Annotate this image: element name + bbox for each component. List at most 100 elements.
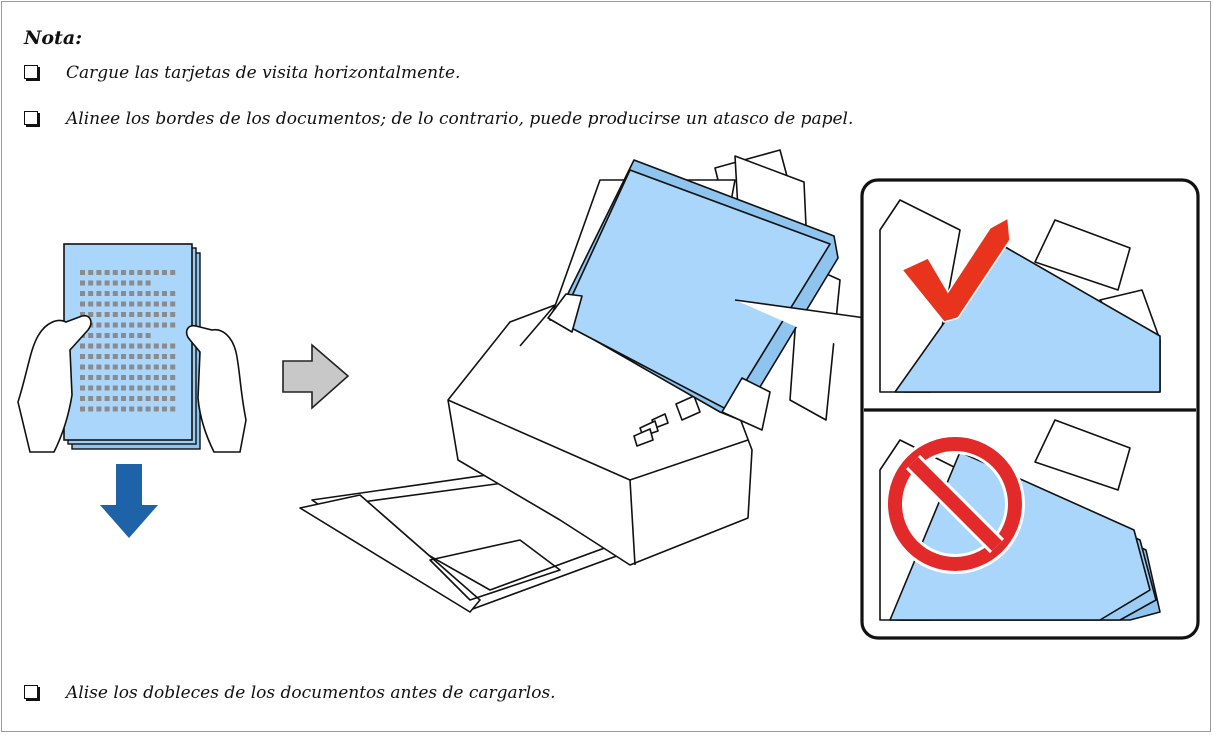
print-dot [80, 291, 85, 296]
note-item-text: Alise los dobleces de los documentos ant… [66, 683, 556, 703]
print-dot [88, 343, 94, 349]
print-dot [129, 301, 135, 307]
print-dot [170, 322, 176, 328]
print-dot [137, 291, 143, 296]
print-dot [121, 343, 126, 349]
print-dot [112, 385, 118, 391]
print-dot [137, 396, 143, 401]
print-dot [145, 333, 151, 338]
print-dot [121, 333, 126, 338]
print-dot [129, 406, 135, 412]
print-dot [129, 322, 135, 328]
print-dot [104, 312, 110, 317]
note-title: Nota: [24, 27, 83, 49]
print-dot [162, 385, 167, 391]
print-dot [104, 364, 110, 370]
print-dot [121, 291, 126, 296]
print-dot [145, 354, 151, 359]
print-dot [88, 291, 94, 296]
print-dot [170, 375, 176, 380]
print-dot [121, 312, 126, 317]
print-dot [121, 280, 126, 286]
print-dot [129, 396, 135, 401]
print-dot [112, 333, 118, 338]
print-dot [153, 343, 159, 349]
print-dot [121, 322, 126, 328]
print-dot [96, 385, 102, 391]
print-dot [129, 333, 135, 338]
print-dot [162, 375, 167, 380]
print-dot [162, 406, 167, 412]
print-dot [137, 270, 143, 275]
print-dot [162, 364, 167, 370]
print-dot [153, 406, 159, 412]
print-dot [129, 385, 135, 391]
note-item-1: Cargue las tarjetas de visita horizontal… [24, 63, 460, 83]
print-dot [104, 343, 110, 349]
print-dot [88, 406, 94, 412]
check-mark-icon [900, 216, 1011, 323]
print-dot [112, 291, 118, 296]
print-dot [145, 322, 151, 328]
print-dot [170, 343, 176, 349]
print-dot [162, 343, 167, 349]
print-dot [145, 280, 151, 286]
print-dot [96, 322, 102, 328]
print-dot [137, 385, 143, 391]
print-dot [96, 354, 102, 359]
print-dot [145, 385, 151, 391]
print-dot [88, 375, 94, 380]
print-dot [112, 301, 118, 307]
print-dot [112, 396, 118, 401]
print-dot [162, 396, 167, 401]
print-dot [170, 396, 176, 401]
note-item-2: Alinee los bordes de los documentos; de … [24, 109, 853, 129]
note-item-3: Alise los dobleces de los documentos ant… [24, 683, 556, 703]
print-dot [162, 270, 167, 275]
print-dot [153, 312, 159, 317]
print-dot [145, 343, 151, 349]
print-dot [129, 291, 135, 296]
print-dot [170, 291, 176, 296]
print-dot [104, 406, 110, 412]
print-dot [145, 312, 151, 317]
print-dot [129, 354, 135, 359]
print-dot [170, 385, 176, 391]
print-dot [112, 270, 118, 275]
print-dot [153, 396, 159, 401]
print-dot [153, 375, 159, 380]
left-hand-icon [17, 314, 92, 453]
print-dot [145, 406, 151, 412]
print-dot [121, 406, 126, 412]
print-dot [96, 291, 102, 296]
print-dot [162, 322, 167, 328]
print-dot [112, 312, 118, 317]
print-dot [104, 385, 110, 391]
print-dot [104, 375, 110, 380]
print-dot [137, 354, 143, 359]
print-dot [112, 406, 118, 412]
print-dot [145, 301, 151, 307]
print-dot [137, 343, 143, 349]
print-dot [104, 322, 110, 328]
print-dot [80, 354, 85, 359]
print-dot [153, 354, 159, 359]
print-dot [96, 270, 102, 275]
print-dot [121, 364, 126, 370]
print-dot [104, 301, 110, 307]
print-dot [145, 270, 151, 275]
print-dot [137, 406, 143, 412]
print-dot [112, 354, 118, 359]
arrow-down-icon [100, 464, 158, 538]
print-dot [96, 396, 102, 401]
print-dot [129, 270, 135, 275]
print-dot [121, 396, 126, 401]
print-dot [112, 375, 118, 380]
print-dot [170, 406, 176, 412]
print-dot [88, 280, 94, 286]
print-dot [104, 354, 110, 359]
print-dot [121, 301, 126, 307]
print-dot [80, 301, 85, 307]
print-dot [170, 301, 176, 307]
print-dot [137, 301, 143, 307]
